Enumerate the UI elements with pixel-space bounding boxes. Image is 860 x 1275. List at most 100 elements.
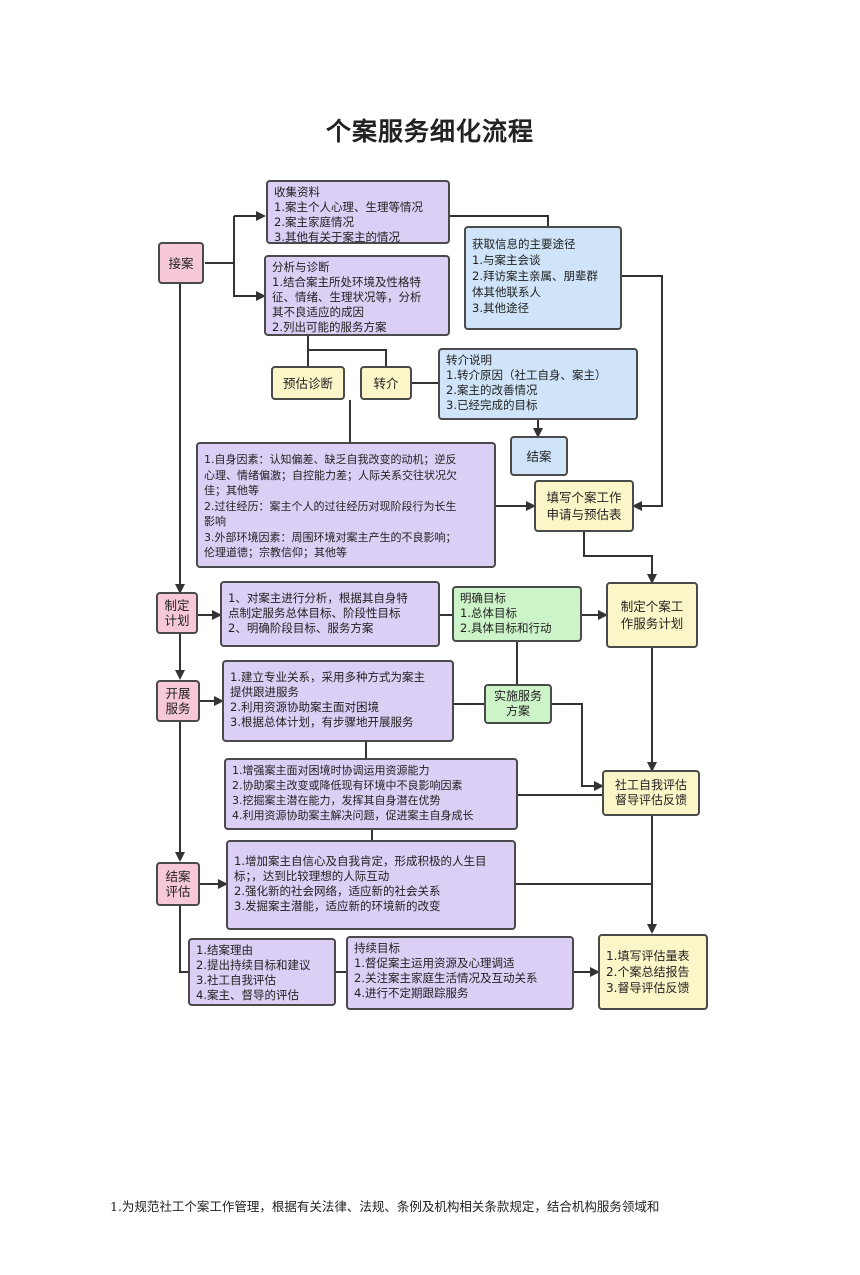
box-line: 填写个案工作 (546, 490, 622, 505)
box-line: 3.外部环境因素：周围环境对案主产生的不良影响； (204, 530, 457, 544)
box-line: 接案 (168, 255, 194, 271)
box-line: 3.督导评估反馈 (606, 981, 690, 995)
box-line: 社工自我评估 (614, 778, 687, 792)
box-line: 2.案主的改善情况 (446, 383, 538, 397)
box-line: 实施服务 (493, 689, 542, 703)
box-line: 点制定服务总体目标、阶段性目标 (228, 606, 401, 620)
box-line: 1.转介原因（社工自身、案主） (446, 368, 607, 382)
box-line: 3.其他途径 (472, 301, 529, 315)
box-line: 3.社工自我评估 (196, 973, 276, 987)
box-line: 服务 (165, 701, 191, 716)
box-line: 1.结合案主所处环境及性格特 (272, 275, 421, 289)
intake-box: 接案 (158, 242, 204, 284)
box-line: 明确目标 (460, 591, 506, 605)
box-line: 1.建立专业关系，采用多种方式为案主 (230, 670, 425, 684)
box-line: 影响 (204, 515, 226, 528)
box-line: 2.具体目标和行动 (460, 621, 552, 635)
deliver-box: 开展服务 (156, 680, 200, 722)
box-line: 征、情绪、生理状况等，分析 (272, 290, 422, 304)
box-line: 评估 (165, 884, 191, 899)
arrow-fillform-serviceplan (583, 532, 657, 584)
box-line: 2、明确阶段目标、服务方案 (228, 621, 374, 635)
box-line: 1.增加案主自信心及自我肯定，形成积极的人生目 (234, 854, 487, 868)
box-line: 1.与案主会谈 (472, 253, 541, 267)
box-line: 获取信息的主要途径 (472, 237, 576, 251)
box-line: 伦理道德；宗教信仰；其他等 (204, 546, 347, 559)
empower-box: 1.增强案主面对困境时协调运用资源能力 2.协助案主改变或降低现有环境中不良影响因… (224, 758, 518, 830)
plan-box: 制定计划 (156, 592, 198, 634)
referral-box: 转介 (360, 366, 412, 400)
wire-intake-branch (205, 216, 235, 264)
box-line: 制定 (164, 598, 190, 613)
box-line: 3.其他有关于案主的情况 (274, 230, 400, 244)
box-line: 申请与预估表 (546, 507, 622, 522)
prelim-diagnosis-box: 预估诊断 (271, 366, 345, 400)
fill-form-box: 填写个案工作申请与预估表 (534, 480, 634, 532)
box-line: 1.自身因素：认知偏差、缺乏自我改变的动机；逆反 (204, 453, 457, 466)
wire-analysis-split (307, 336, 387, 366)
box-line: 体其他联系人 (472, 285, 541, 299)
box-line: 作服务计划 (620, 616, 684, 631)
box-line: 3.发掘案主潜能，适应新的环境新的改变 (234, 899, 441, 913)
box-line: 结案 (526, 448, 552, 464)
box-line: 2.拜访案主亲属、朋辈群 (472, 269, 598, 283)
page-title: 个案服务细化流程 (325, 117, 534, 146)
box-line: 2.协助案主改变或降低现有环境中不良影响因素 (232, 779, 463, 792)
box-line: 持续目标 (354, 941, 400, 955)
closing-eval-box: 结案评估 (156, 862, 200, 906)
box-line: 4.案主、督导的评估 (196, 988, 299, 1002)
wire-closing-items (179, 906, 188, 973)
box-line: 制定个案工 (620, 599, 684, 614)
footer-text: 1.为规范社工个案工作管理，根据有关法律、法规、条例及机构相关条款规定，结合机构… (110, 1199, 660, 1214)
box-line: 2.关注案主家庭生活情况及互动关系 (354, 971, 538, 985)
box-line: 开展 (165, 686, 191, 701)
box-line: 1.案主个人心理、生理等情况 (274, 200, 423, 214)
box-line: 1.增强案主面对困境时协调运用资源能力 (232, 764, 430, 777)
box-line: 3.挖掘案主潜在能力，发挥其自身潜在优势 (232, 794, 441, 807)
box-line: 2.过往经历：案主个人的过往经历对现阶段行为长生 (204, 499, 457, 513)
box-line: 1.总体目标 (460, 606, 517, 620)
box-line: 2.利用资源协助案主面对困境 (230, 700, 379, 714)
box-line: 1.结案理由 (196, 943, 253, 957)
arrow-implement-selfeval (552, 703, 604, 791)
box-line: 1、对案主进行分析，根据其自身特 (228, 591, 408, 605)
implement-box: 实施服务方案 (484, 684, 552, 724)
box-line: 督导评估反馈 (614, 793, 687, 807)
box-line: 佳；其他等 (204, 484, 259, 497)
box-line: 2.列出可能的服务方案 (272, 320, 387, 334)
box-line: 结案 (165, 869, 191, 884)
box-line: 标；，达到比较理想的人际互动 (234, 869, 390, 883)
box-line: 转介 (373, 375, 399, 391)
box-line: 4.利用资源协助案主解决问题，促进案主自身成长 (232, 809, 474, 822)
box-line: 方案 (505, 704, 530, 718)
arrow-channels-fillform (620, 275, 663, 511)
box-line: 3.根据总体计划，有步骤地开展服务 (230, 715, 414, 729)
box-line: 2.提出持续目标和建议 (196, 958, 311, 972)
box-line: 4.进行不定期跟踪服务 (354, 986, 469, 1000)
info-channels-box: 获取信息的主要途径 1.与案主会谈 2.拜访案主亲属、朋辈群体其他联系人 3.其他途径 (464, 226, 622, 330)
self-eval-box: 社工自我评估督导评估反馈 (602, 770, 700, 816)
box-line: 2.个案总结报告 (606, 965, 690, 979)
box-line: 2.强化新的社会网络，适应新的社会关系 (234, 884, 441, 898)
final-forms-box: 1.填写评估量表 2.个案总结报告 3.督导评估反馈 (598, 934, 708, 1010)
box-line: 2.案主家庭情况 (274, 215, 354, 229)
box-line: 1.填写评估量表 (606, 949, 690, 963)
box-line: 心理、情绪偏激；自控能力差；人际关系交往状况欠 (204, 468, 457, 482)
box-line: 收集资料 (274, 185, 320, 199)
factors-box: 1.自身因素：认知偏差、缺乏自我改变的动机；逆反心理、情绪偏激；自控能力差；人际… (196, 442, 496, 568)
service-plan-box: 制定个案工作服务计划 (606, 582, 698, 648)
box-line: 计划 (164, 613, 190, 628)
arrow-to-analysis (233, 263, 266, 301)
close-case-box: 结案 (510, 436, 568, 476)
box-line: 3.已经完成的目标 (446, 398, 538, 412)
box-line: 预估诊断 (282, 375, 333, 391)
box-line: 分析与诊断 (272, 260, 330, 274)
